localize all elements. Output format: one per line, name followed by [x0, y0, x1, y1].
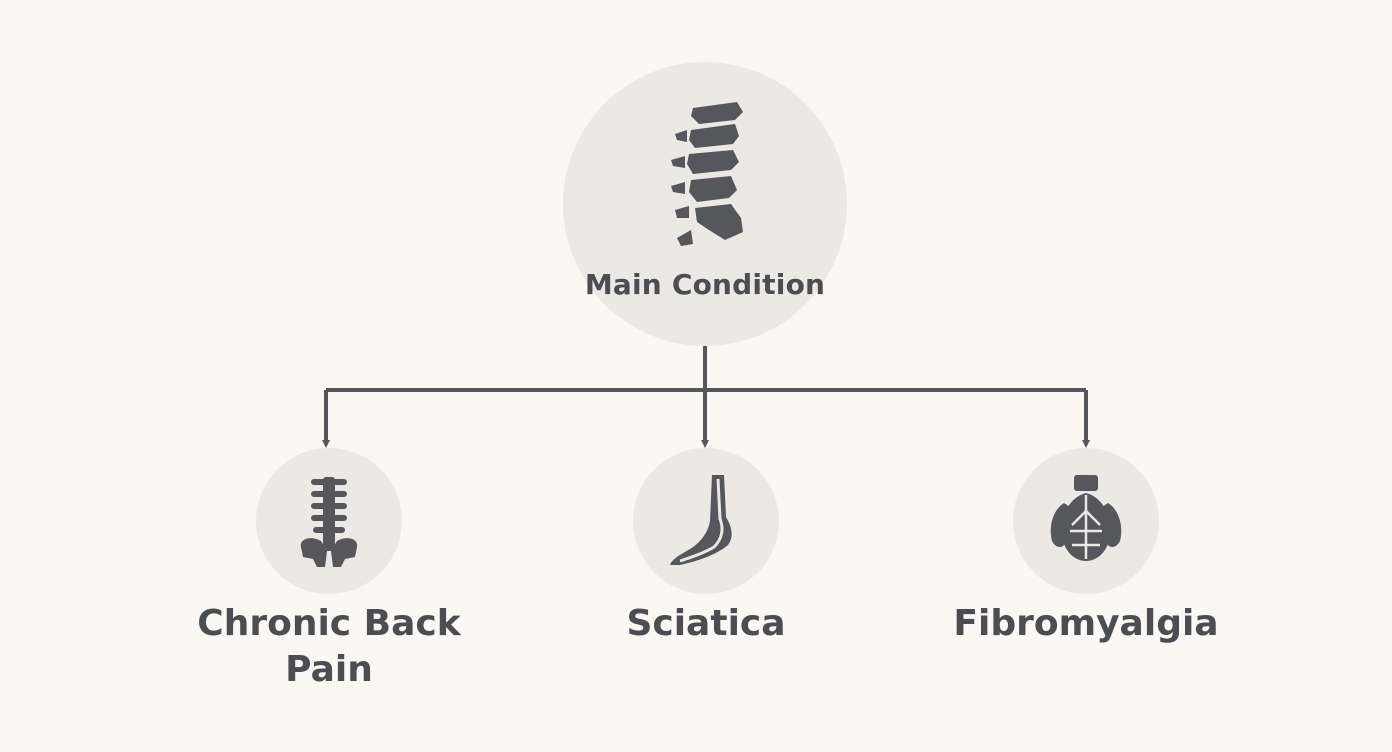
arrow-tip-chronic-back-pain	[322, 440, 330, 448]
chronic-back-pain-label: Chronic Back Pain	[197, 603, 461, 690]
fibromyalgia-node	[1013, 448, 1159, 594]
foot-leg-nerve-icon	[670, 475, 732, 565]
arrow-tip-fibromyalgia	[1082, 440, 1090, 448]
main-condition-label: Main Condition	[584, 268, 826, 301]
arrow-tip-sciatica	[701, 440, 709, 448]
chronic-back-pain-node	[256, 448, 402, 594]
main-condition-node: Main Condition	[563, 62, 847, 346]
sciatica-label: Sciatica	[626, 603, 786, 644]
fibromyalgia-label: Fibromyalgia	[953, 603, 1219, 644]
spine-vertebrae-icon	[671, 102, 743, 246]
sciatica-node	[633, 448, 779, 594]
lower-spine-pelvis-icon	[300, 477, 358, 567]
muscle-body-icon	[1050, 475, 1122, 561]
